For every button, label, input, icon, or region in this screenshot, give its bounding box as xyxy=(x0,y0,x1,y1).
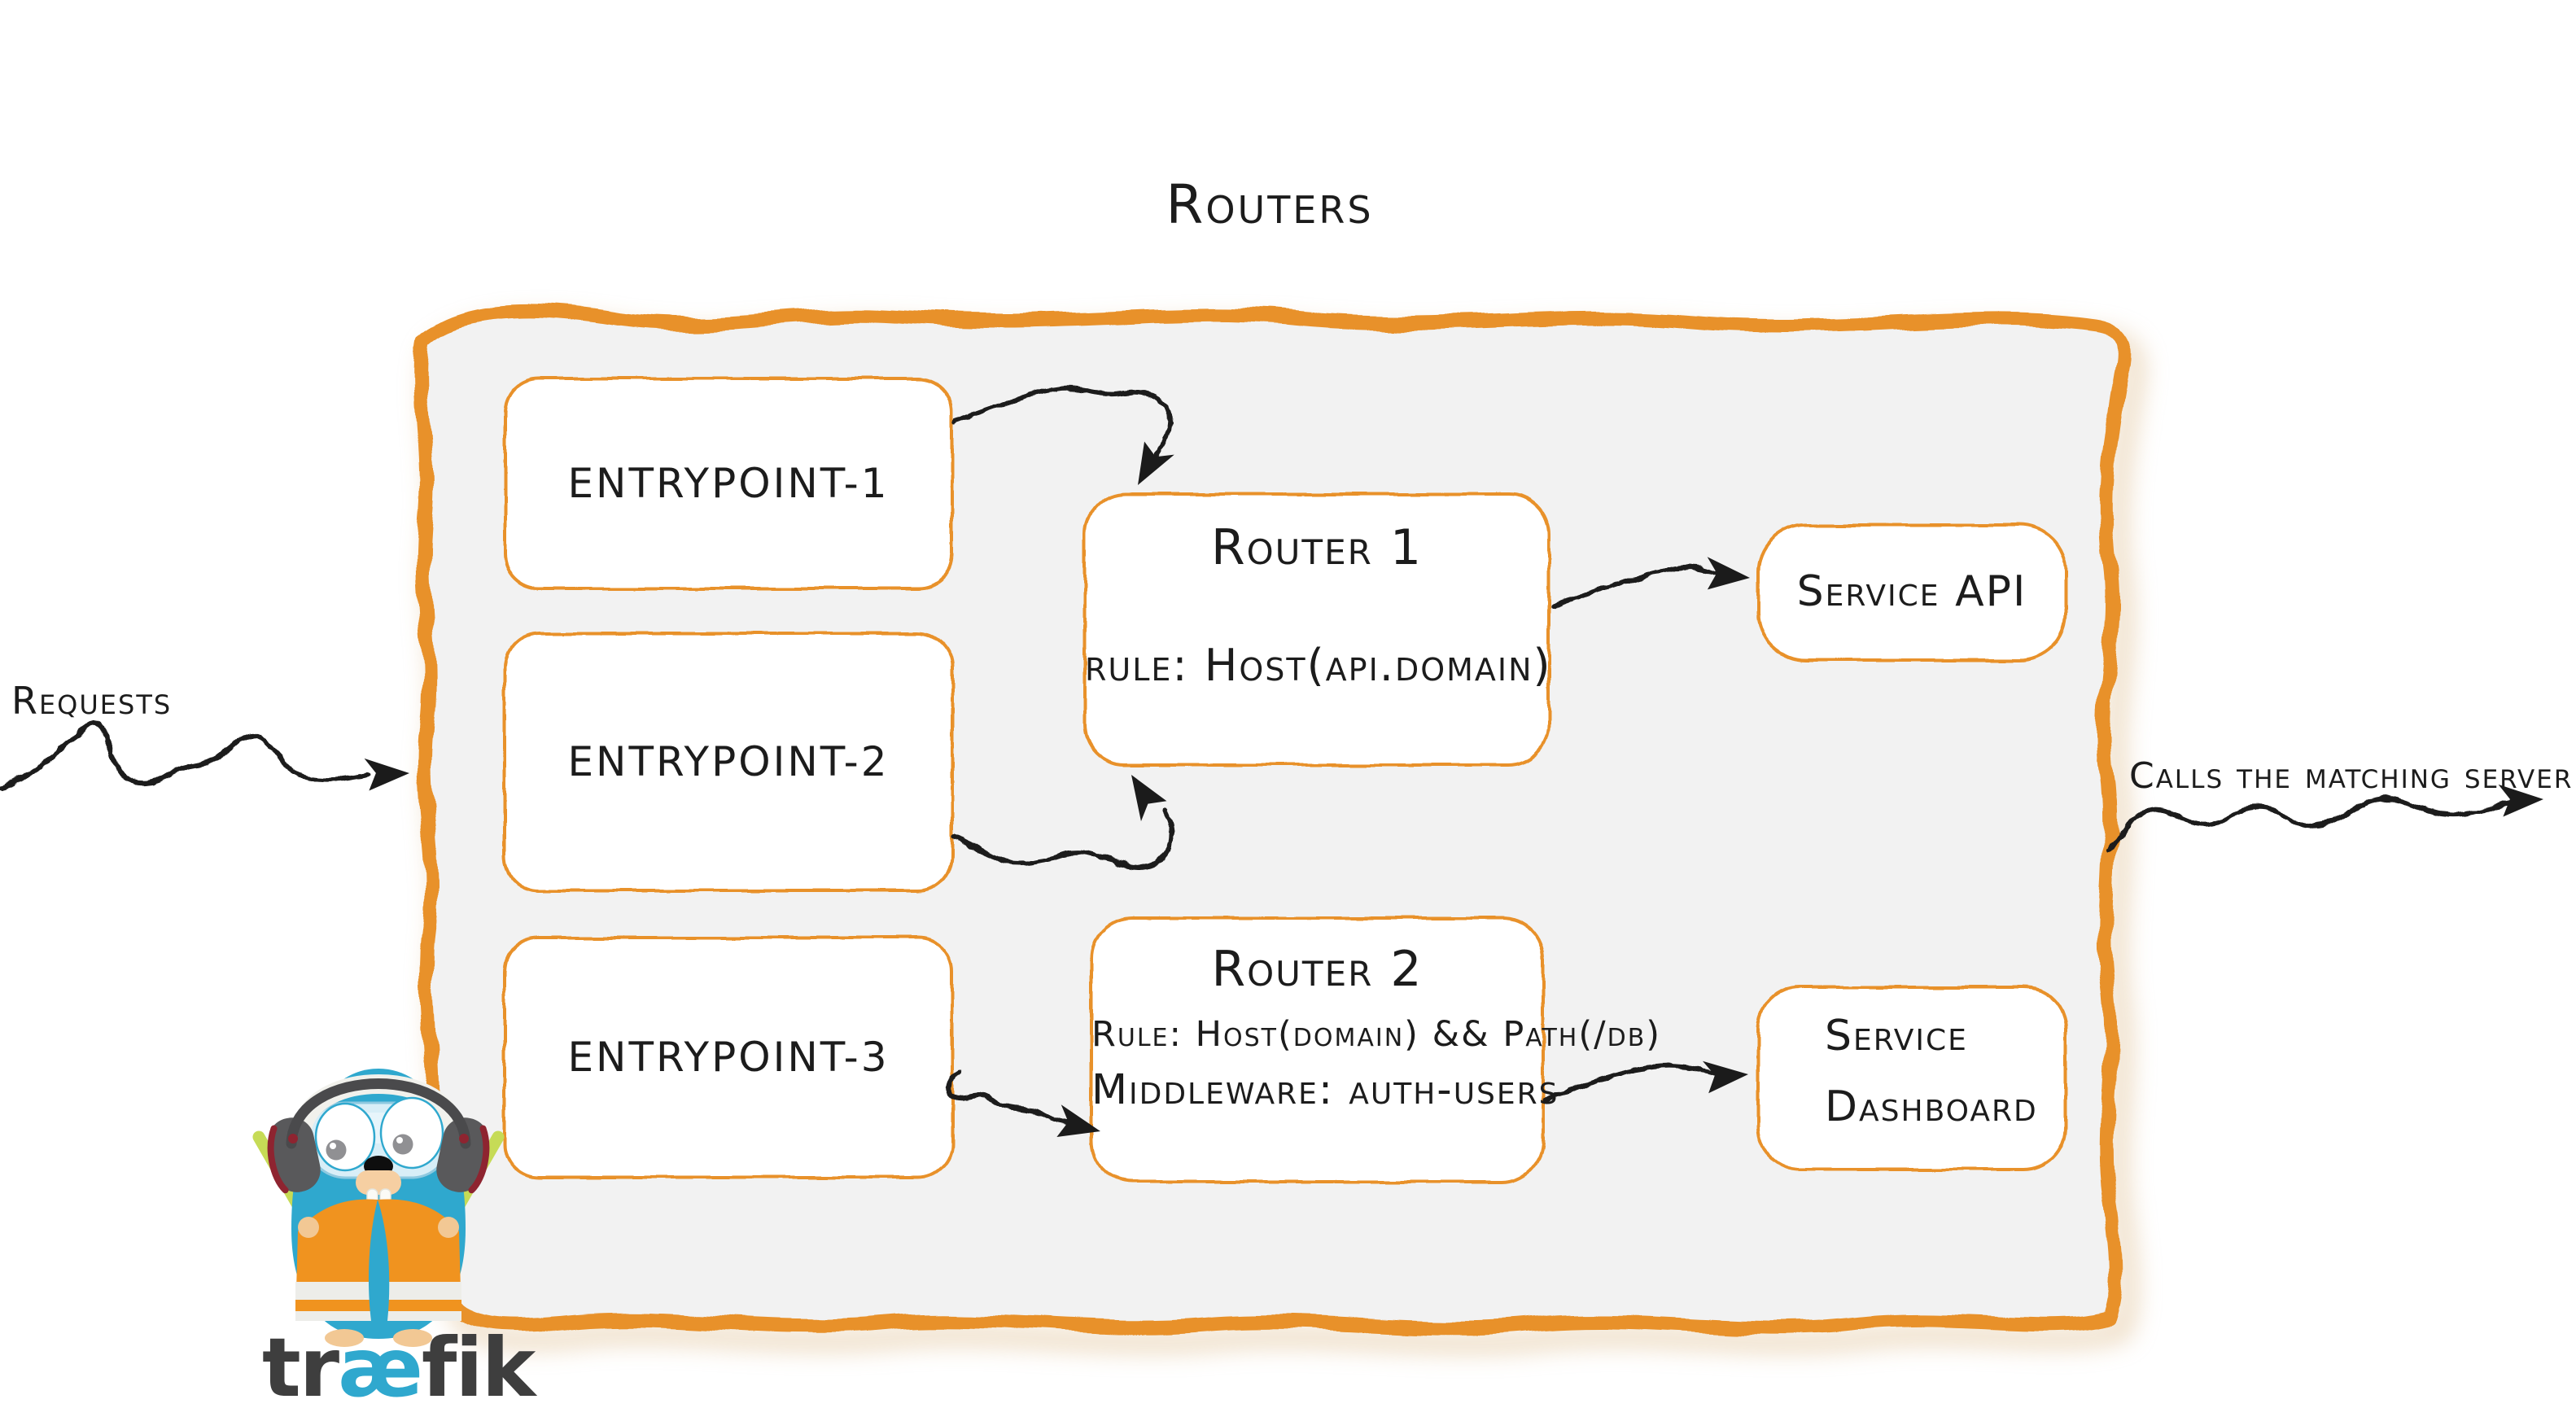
gopher-eye-right xyxy=(379,1096,444,1170)
gopher-foot-right xyxy=(393,1329,432,1347)
calls-matching-server-label: Calls the matching server xyxy=(2129,755,2574,797)
router-2-title: Router 2 xyxy=(1211,941,1424,998)
service-dashboard-label-line1: Service xyxy=(1825,1012,1968,1060)
entrypoint-3-label: entrypoint-3 xyxy=(567,1034,890,1081)
arrow-entry1-router1 xyxy=(951,386,1173,463)
gopher-eye-left xyxy=(314,1102,376,1172)
router-1-box xyxy=(1083,492,1550,767)
router-1-title: Router 1 xyxy=(1210,519,1424,576)
entrypoint-1-box xyxy=(503,377,954,590)
gopher-band-joint-left xyxy=(288,1134,298,1143)
node-boxes xyxy=(503,377,2067,1183)
traefik-wordmark-prefix: tr xyxy=(262,1320,339,1408)
gopher-pupil-left xyxy=(326,1139,347,1161)
gopher-pupil-right-glint xyxy=(396,1137,403,1143)
service-dashboard-box xyxy=(1756,986,2067,1171)
traefik-wordmark-ae: æ xyxy=(338,1320,423,1408)
arrow-router2-dashboard xyxy=(1542,1063,1717,1103)
arrow-entry3-router2 xyxy=(945,1070,1074,1126)
router-2-box xyxy=(1090,916,1545,1183)
diagram-title: Routers xyxy=(1166,173,1374,236)
gopher-pupil-left-glint xyxy=(330,1143,336,1149)
arrow-router1-serviceapi xyxy=(1550,565,1721,609)
gopher-vest-chest-gap xyxy=(368,1200,390,1321)
router-1-rule: rule: Host(api.domain) xyxy=(1085,640,1552,691)
service-api-box xyxy=(1756,523,2067,662)
arrowhead-requests xyxy=(364,755,411,791)
arrow-entry2-router1 xyxy=(951,808,1174,870)
service-api-label: Service API xyxy=(1796,567,2027,617)
traefik-gopher-logo xyxy=(252,1069,505,1347)
entrypoint-2-box xyxy=(503,632,954,892)
requests-label: Requests xyxy=(11,679,173,723)
arrow-calls-out xyxy=(2107,795,2513,854)
gopher-foot-left xyxy=(325,1329,364,1347)
service-dashboard-label-line2: Dashboard xyxy=(1825,1082,2038,1131)
gopher-headphone-band xyxy=(286,1078,471,1149)
gopher-earcup-right xyxy=(436,1117,490,1194)
gopher-band-joint-right xyxy=(459,1134,469,1143)
entrypoint-1-label: entrypoint-1 xyxy=(567,459,890,507)
gopher-earcup-left xyxy=(267,1117,321,1194)
arrow-requests xyxy=(0,721,370,790)
gopher-hand-left xyxy=(298,1217,319,1238)
router-2-middleware: Middleware: auth-users xyxy=(1091,1066,1559,1114)
gopher-hand-right xyxy=(438,1217,459,1238)
router-2-rule: Rule: Host(domain) && Path(/db) xyxy=(1091,1014,1662,1055)
arrows xyxy=(0,386,2513,1126)
entrypoint-3-box xyxy=(503,936,954,1179)
traefik-wordmark: træfik xyxy=(262,1320,536,1408)
gopher-pupil-right xyxy=(392,1134,413,1155)
gopher-muzzle xyxy=(356,1170,401,1195)
entrypoint-2-label: entrypoint-2 xyxy=(567,737,890,785)
traefik-wordmark-suffix: fik xyxy=(421,1320,536,1408)
